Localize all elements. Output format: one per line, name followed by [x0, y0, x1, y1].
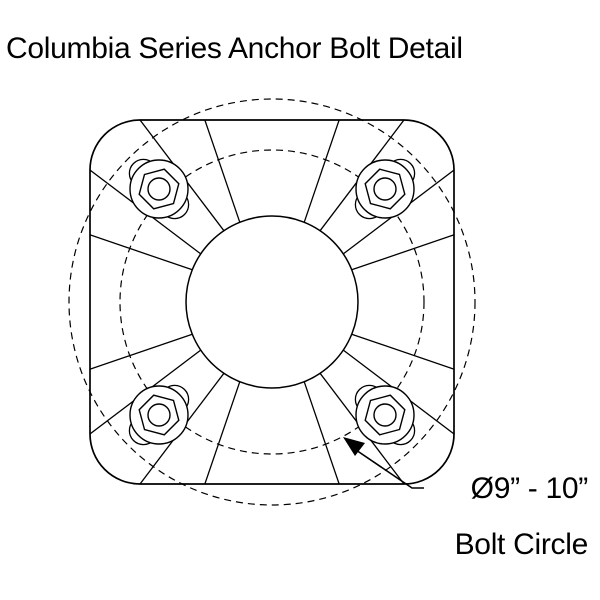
page-title: Columbia Series Anchor Bolt Detail	[6, 32, 463, 65]
bolt-circle-label: Bolt Circle	[454, 528, 589, 561]
bolt-circle-dashed	[119, 149, 425, 455]
bolt-shank-circle	[147, 403, 171, 427]
center-pole-circle	[185, 215, 359, 389]
rib-edge-line	[90, 333, 193, 384]
anchor-bolt-bottom-right	[354, 384, 416, 446]
rib-edge-line	[190, 381, 241, 484]
bolt-circle-diameter-label: Ø9” - 10”	[470, 472, 589, 505]
rib-edge-line	[90, 220, 193, 271]
bolt-shank-circle	[373, 403, 397, 427]
rib-edge-line	[351, 333, 454, 384]
anchor-bolts	[128, 158, 416, 446]
leader-arrowhead	[343, 437, 365, 456]
leader-line	[355, 449, 424, 489]
rib-edge-line	[303, 381, 354, 484]
bolt-shank-circle	[147, 177, 171, 201]
rib-edge-line	[303, 120, 354, 223]
rib-edge-line	[190, 120, 241, 223]
outer-dashed-circle	[68, 98, 476, 506]
rib-edge-line	[351, 220, 454, 271]
anchor-bolt-bottom-left	[128, 384, 190, 446]
anchor-bolt-top-right	[354, 158, 416, 220]
anchor-bolt-top-left	[128, 158, 190, 220]
bolt-shank-circle	[373, 177, 397, 201]
